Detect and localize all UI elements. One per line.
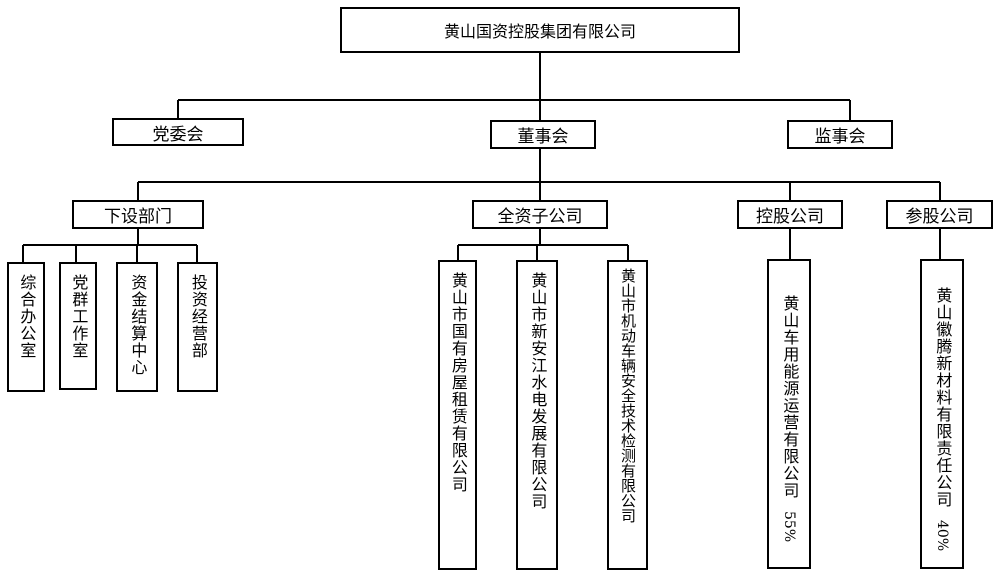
party-committee-box: 党委会	[112, 118, 244, 146]
wholly-owned-category-label: 全资子公司	[497, 207, 583, 227]
controlled-category-box: 控股公司	[737, 200, 843, 229]
departments-category-label: 下设部门	[104, 207, 172, 227]
board-box: 董事会	[490, 120, 596, 149]
department-label: 投资经营部	[188, 274, 208, 359]
controlled-company-label: 黄山车用能源运营有限公司	[780, 295, 800, 500]
department-box: 党群工作室	[59, 262, 97, 390]
shareholding-company-label: 黄山徽腾新材料有限责任公司	[933, 286, 953, 508]
subsidiary-label: 黄山市国有房屋租赁有限公司	[448, 272, 468, 493]
supervisory-board-label: 监事会	[814, 127, 866, 147]
departments-category-box: 下设部门	[72, 200, 204, 229]
department-box: 资金结算中心	[116, 262, 158, 392]
controlled-category-label: 控股公司	[756, 207, 824, 227]
subsidiary-box: 黄山市新安江水电发展有限公司	[516, 260, 558, 570]
department-box: 综合办公室	[7, 262, 45, 392]
root-company-label: 黄山国资控股集团有限公司	[443, 22, 636, 41]
board-label: 董事会	[517, 127, 569, 147]
shareholding-category-label: 参股公司	[905, 207, 974, 227]
root-company-box: 黄山国资控股集团有限公司	[340, 7, 740, 53]
shareholding-company-box: 黄山徽腾新材料有限责任公司 40%	[920, 259, 964, 569]
controlled-share-percent: 55%	[781, 511, 797, 543]
department-label: 综合办公室	[17, 274, 37, 359]
controlled-company-box: 黄山车用能源运营有限公司 55%	[767, 259, 811, 569]
subsidiary-box: 黄山市机动车辆安全技术检测有限公司	[607, 260, 648, 570]
subsidiary-label: 黄山市机动车辆安全技术检测有限公司	[619, 268, 637, 523]
department-label: 党群工作室	[69, 274, 89, 359]
supervisory-board-box: 监事会	[787, 120, 893, 149]
wholly-owned-category-box: 全资子公司	[472, 200, 608, 229]
department-box: 投资经营部	[177, 262, 218, 392]
party-committee-label: 党委会	[152, 124, 204, 145]
shareholding-category-box: 参股公司	[886, 200, 993, 229]
shareholding-share-percent: 40%	[934, 519, 950, 552]
department-label: 资金结算中心	[128, 274, 148, 376]
subsidiary-label: 黄山市新安江水电发展有限公司	[528, 272, 548, 510]
subsidiary-box: 黄山市国有房屋租赁有限公司	[438, 260, 477, 570]
